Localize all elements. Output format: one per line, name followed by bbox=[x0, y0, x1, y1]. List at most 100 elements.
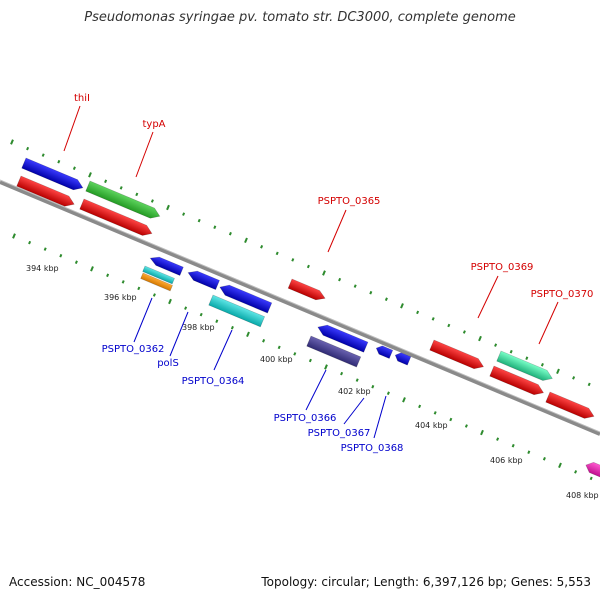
minor-tick bbox=[184, 306, 188, 310]
gene-label-pspto-0365: PSPTO_0365 bbox=[318, 196, 381, 207]
major-tick bbox=[556, 368, 560, 374]
minor-tick bbox=[371, 384, 375, 389]
minor-tick bbox=[199, 312, 203, 317]
leader-line bbox=[477, 275, 499, 319]
leader-line bbox=[135, 131, 154, 178]
gene-arrow-orange bbox=[140, 272, 173, 292]
minor-tick bbox=[135, 192, 139, 197]
tick-labels: 394 kbp 396 kbp 398 kbp 400 kbp 402 kbp … bbox=[26, 264, 599, 500]
tick-label: 408 kbp bbox=[566, 491, 599, 500]
leader-line bbox=[305, 369, 327, 411]
gene-label-pspto-0368: PSPTO_0368 bbox=[341, 443, 404, 454]
minor-tick bbox=[384, 297, 388, 301]
minor-tick bbox=[353, 284, 357, 288]
minor-tick bbox=[369, 290, 373, 295]
major-tick bbox=[12, 233, 16, 239]
minor-tick bbox=[431, 317, 435, 321]
minor-tick bbox=[464, 424, 468, 428]
reverse-tick-track bbox=[12, 233, 593, 481]
gene-arrow-cyan-small bbox=[142, 265, 175, 285]
major-tick bbox=[244, 237, 248, 243]
gene-label-pspto-0367: PSPTO_0367 bbox=[308, 428, 371, 439]
tick-label: 402 kbp bbox=[338, 387, 371, 396]
tick-label: 404 kbp bbox=[415, 421, 448, 430]
tick-label: 396 kbp bbox=[104, 293, 137, 302]
gene-arrow-pspto-0362 bbox=[149, 256, 184, 276]
minor-tick bbox=[418, 404, 422, 409]
minor-tick bbox=[386, 391, 390, 395]
minor-tick bbox=[462, 330, 466, 334]
minor-tick bbox=[306, 264, 310, 269]
minor-tick bbox=[152, 293, 156, 297]
minor-tick bbox=[572, 376, 576, 380]
minor-tick bbox=[43, 247, 47, 251]
gene-arrow-pspto-0364-cyan bbox=[208, 294, 266, 328]
minor-tick bbox=[197, 218, 201, 223]
leader-line bbox=[169, 311, 189, 357]
major-tick bbox=[400, 303, 404, 309]
minor-tick bbox=[26, 146, 30, 151]
gene-label-typA: typA bbox=[142, 119, 165, 130]
minor-tick bbox=[57, 159, 61, 164]
minor-tick bbox=[540, 363, 544, 367]
minor-tick bbox=[291, 258, 295, 262]
major-tick bbox=[88, 172, 92, 178]
major-tick bbox=[480, 429, 484, 436]
leader-line bbox=[133, 297, 153, 343]
tick-label: 398 kbp bbox=[182, 323, 215, 332]
major-tick bbox=[246, 331, 250, 337]
minor-tick bbox=[230, 325, 234, 330]
minor-tick bbox=[589, 476, 593, 481]
forward-tick-track bbox=[10, 139, 591, 387]
gene-label-pspto-0369: PSPTO_0369 bbox=[471, 262, 534, 273]
minor-tick bbox=[293, 352, 297, 356]
minor-tick bbox=[228, 231, 232, 236]
gene-arrow-pspto-0370 bbox=[489, 365, 544, 396]
major-tick bbox=[322, 270, 326, 276]
major-tick bbox=[558, 462, 562, 468]
minor-tick bbox=[106, 273, 110, 278]
topology-summary: Topology: circular; Length: 6,397,126 bp… bbox=[261, 575, 591, 589]
minor-tick bbox=[104, 179, 108, 184]
minor-tick bbox=[587, 382, 591, 387]
gene-labels: thiI typA PSPTO_0365 PSPTO_0369 PSPTO_03… bbox=[74, 93, 593, 454]
minor-tick bbox=[215, 319, 219, 323]
major-tick bbox=[10, 139, 14, 145]
minor-tick bbox=[150, 199, 154, 203]
leader-line bbox=[327, 209, 347, 253]
minor-tick bbox=[28, 240, 32, 245]
tick-label: 394 kbp bbox=[26, 264, 59, 273]
major-tick bbox=[402, 397, 406, 403]
gene-arrow-pink bbox=[585, 462, 600, 479]
minor-tick bbox=[275, 251, 279, 256]
genome-backbone bbox=[0, 180, 600, 436]
minor-tick bbox=[72, 166, 76, 170]
genome-backbone-highlight bbox=[0, 179, 600, 433]
minor-tick bbox=[494, 343, 498, 347]
minor-tick bbox=[59, 253, 63, 258]
gene-label-pspto-0364: PSPTO_0364 bbox=[182, 376, 245, 387]
leader-line bbox=[373, 395, 387, 439]
minor-tick bbox=[574, 470, 578, 474]
major-tick bbox=[478, 335, 482, 342]
minor-tick bbox=[340, 371, 344, 376]
gene-label-pspto-0370: PSPTO_0370 bbox=[531, 289, 594, 300]
gene-arrow-fwd bbox=[16, 175, 75, 207]
minor-tick bbox=[527, 450, 531, 454]
minor-tick bbox=[121, 280, 125, 284]
leader-line bbox=[343, 397, 365, 425]
minor-tick bbox=[509, 349, 513, 354]
minor-tick bbox=[355, 378, 359, 382]
leader-line bbox=[63, 105, 81, 152]
minor-tick bbox=[449, 417, 453, 422]
leader-line bbox=[538, 301, 559, 345]
minor-tick bbox=[447, 323, 451, 328]
gene-label-polS: polS bbox=[157, 358, 179, 369]
gene-features bbox=[16, 157, 600, 479]
minor-tick bbox=[260, 245, 264, 249]
gene-arrow-pspto-0370-mint bbox=[496, 350, 553, 381]
minor-tick bbox=[511, 443, 515, 448]
minor-tick bbox=[338, 277, 342, 282]
gene-arrow-pspto-0364-blue bbox=[219, 284, 273, 314]
